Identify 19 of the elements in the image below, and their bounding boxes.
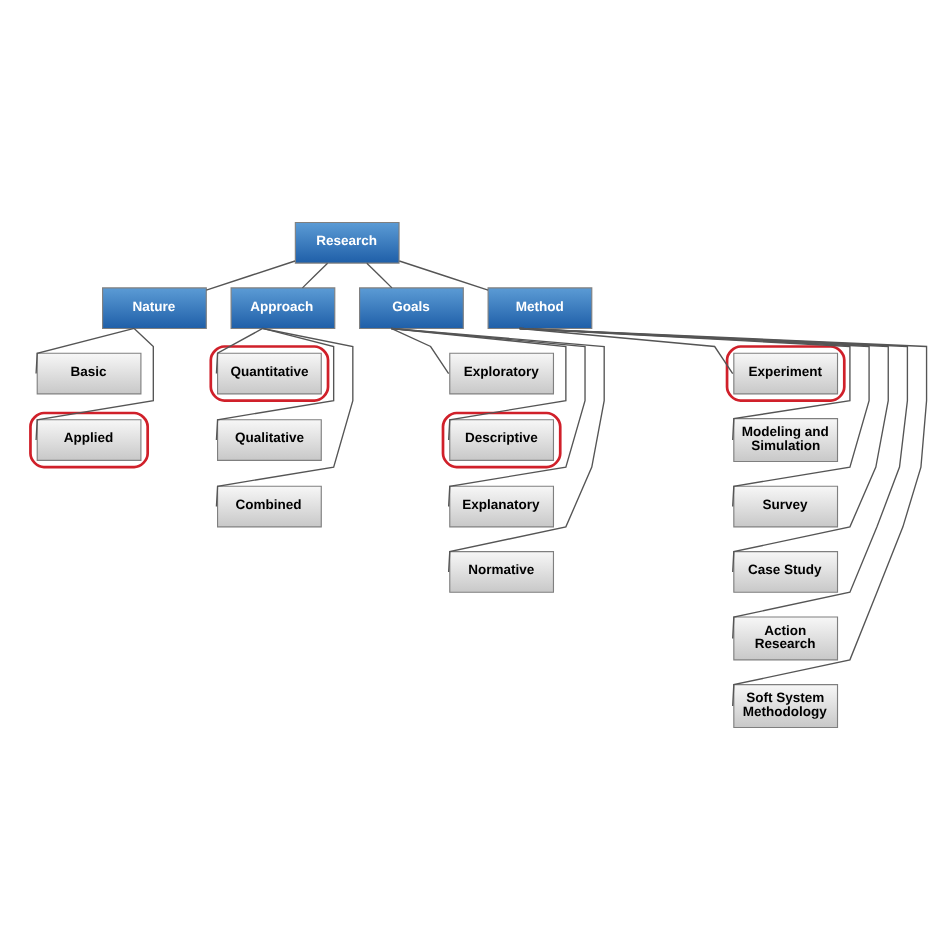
cluster: [209, 344, 330, 401]
connector: [301, 261, 329, 288]
connector: [398, 259, 489, 290]
connector: [518, 326, 928, 706]
connector: [518, 326, 734, 374]
connector: [518, 326, 870, 507]
connector: [390, 326, 567, 440]
connector: [366, 261, 393, 288]
connector: [390, 326, 450, 374]
connector: [35, 326, 135, 374]
connector: [518, 326, 851, 440]
connector: [518, 326, 889, 572]
cluster: [441, 410, 562, 468]
connector: [205, 259, 296, 290]
connector: [390, 326, 605, 572]
connector: [518, 326, 909, 639]
connector: [390, 326, 586, 507]
cluster: [29, 410, 150, 468]
cluster: [725, 344, 846, 401]
